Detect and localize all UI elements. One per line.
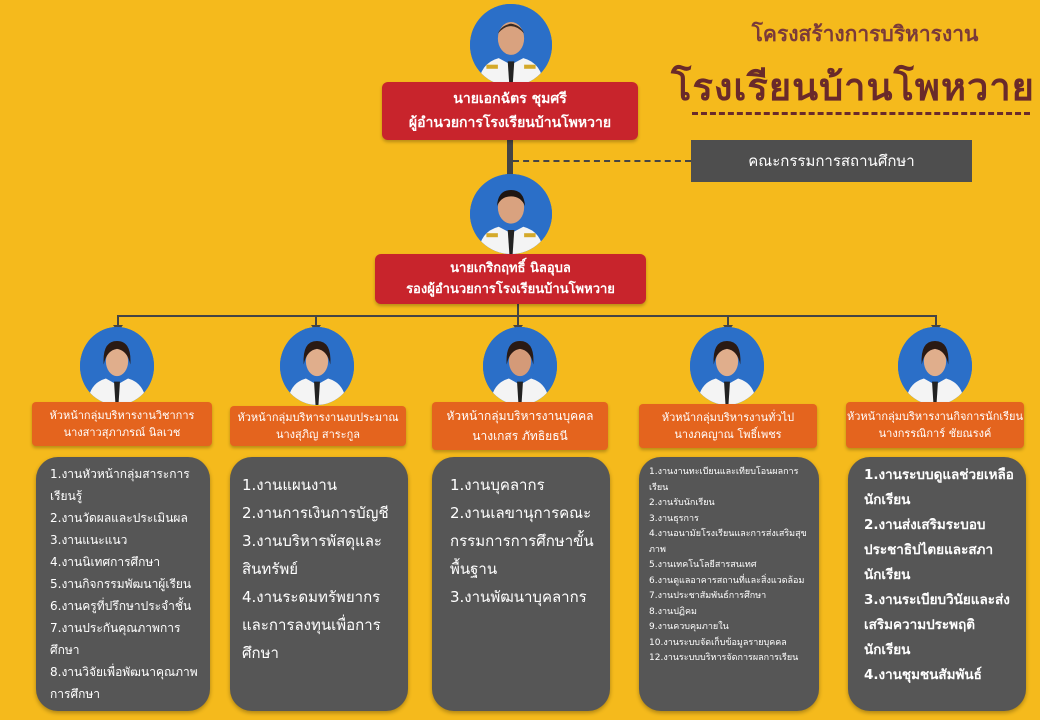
task-item: 2.งานวัดผลและประเมินผล: [50, 511, 188, 525]
task-item: 1.งานแผนงาน: [242, 476, 338, 494]
school-council-box: คณะกรรมการสถานศึกษา: [691, 140, 972, 182]
task-item: 2.งานรับนักเรียน: [649, 498, 715, 508]
group-head-name: นางสุภิญ สาระกูล: [275, 428, 360, 441]
task-item: 2.งานส่งเสริมระบอบประชาธิปไตยและสภานักเร…: [864, 517, 994, 583]
director-name: นายเอกฉัตร ชุมศรี: [453, 91, 567, 107]
task-item: 8.งานปฏิคม: [649, 606, 697, 617]
task-list: 1.งานหัวหน้ากลุ่มสาระการเรียนรู้ 2.งานวั…: [50, 463, 202, 705]
group-3-head-photo: [483, 327, 557, 405]
director-position: ผู้อำนวยการโรงเรียนบ้านโพหวาย: [408, 115, 612, 131]
group-head-title: หัวหน้ากลุ่มบริหารงานบุคคล: [446, 409, 594, 423]
group-1-head-photo: [80, 327, 154, 405]
task-item: 3.งานพัฒนาบุคลากร: [450, 588, 587, 606]
group-head-name: นางเกสร ภัทธิยธนี: [472, 429, 568, 443]
task-item: 3.งานแนะแนว: [50, 533, 128, 547]
group-1-head-box: หัวหน้ากลุ่มบริหารงานวิชาการ นางสาวสุภาภ…: [32, 402, 212, 446]
deputy-box: นายเกริกฤทธิ์ นิลอุบล รองผู้อำนวยการโรงเ…: [375, 254, 646, 304]
task-item: 7.งานประชาสัมพันธ์การศึกษา: [649, 591, 767, 601]
deputy-position: รองผู้อำนวยการโรงเรียนบ้านโพหวาย: [406, 282, 615, 297]
task-list: 1.งานงานทะเบียนและเทียบโอนผลการเรียน 2.ง…: [649, 465, 811, 667]
task-item: 5.งานกิจกรรมพัฒนาผู้เรียน: [50, 577, 192, 591]
connector-drop-4: [727, 315, 729, 327]
group-1-tasks-box: 1.งานหัวหน้ากลุ่มสาระการเรียนรู้ 2.งานวั…: [36, 457, 210, 711]
task-item: 8.งานวิจัยเพื่อพัฒนาคุณภาพการศึกษา: [50, 665, 198, 701]
connector-director-deputy: [507, 140, 513, 178]
director-box: นายเอกฉัตร ชุมศรี ผู้อำนวยการโรงเรียนบ้า…: [382, 82, 638, 140]
group-2-tasks-box: 1.งานแผนงาน 2.งานการเงินการบัญชี 3.งานบร…: [230, 457, 408, 711]
school-council-label: คณะกรรมการสถานศึกษา: [748, 152, 915, 170]
connector-council-dashed: [513, 160, 691, 162]
group-head-title: หัวหน้ากลุ่มบริหารงานวิชาการ: [49, 409, 195, 422]
task-item: 3.งานบริหารพัสดุและสินทรัพย์: [242, 532, 382, 578]
group-4-tasks-box: 1.งานงานทะเบียนและเทียบโอนผลการเรียน 2.ง…: [639, 457, 819, 711]
group-5-head-box: หัวหน้ากลุ่มบริหารงานกิจการนักเรียน นางก…: [846, 402, 1024, 448]
task-list: 1.งานแผนงาน 2.งานการเงินการบัญชี 3.งานบร…: [242, 471, 400, 667]
deputy-photo: [470, 174, 552, 254]
group-2-head-box: หัวหน้ากลุ่มบริหารงานงบประมาณ นางสุภิญ ส…: [230, 406, 406, 446]
task-item: 3.งานธุรการ: [649, 513, 699, 524]
task-list: 1.งานระบบดูแลช่วยเหลือนักเรียน 2.งานส่งเ…: [864, 463, 1020, 688]
chart-title-school: โรงเรียนบ้านโพหวาย: [671, 65, 1035, 109]
task-item: 6.งานครูที่ปรึกษาประจำชั้น: [50, 599, 192, 613]
task-list: 1.งานบุคลากร 2.งานเลขานุการคณะกรรมการการ…: [450, 471, 602, 611]
title-divider: [692, 112, 1030, 115]
task-item: 12.งานระบบบริหารจัดการผลการเรียน: [649, 653, 799, 663]
task-item: 5.งานเทคโนโลยีสารสนเทศ: [649, 560, 757, 570]
group-head-name: นางสาวสุภาภรณ์ นิลเวช: [63, 426, 181, 439]
group-4-head-box: หัวหน้ากลุ่มบริหารงานทั่วไป นางภคญาณ โพธ…: [639, 404, 817, 448]
group-head-title: หัวหน้ากลุ่มบริหารงานทั่วไป: [661, 411, 795, 424]
task-item: 10.งานระบบจัดเก็บข้อมูลรายบุคคล: [649, 637, 787, 648]
task-item: 1.งานหัวหน้ากลุ่มสาระการเรียนรู้: [50, 467, 190, 503]
group-5-head-photo: [898, 327, 972, 405]
group-4-head-photo: [690, 327, 764, 405]
task-item: 4.งานชุมชนสัมพันธ์: [864, 667, 982, 683]
task-item: 2.งานเลขานุการคณะกรรมการการศึกษาขั้นพื้น…: [450, 504, 594, 578]
group-2-head-photo: [280, 327, 354, 405]
connector-horizontal-bus: [117, 315, 937, 317]
director-photo: [470, 4, 552, 86]
task-item: 4.งานระดมทรัพยากรและการลงทุนเพื่อการศึกษ…: [242, 588, 381, 662]
group-3-head-box: หัวหน้ากลุ่มบริหารงานบุคคล นางเกสร ภัทธิ…: [432, 402, 608, 450]
task-item: 7.งานประกันคุณภาพการศึกษา: [50, 621, 181, 657]
connector-drop-2: [315, 315, 317, 327]
connector-drop-5: [935, 315, 937, 327]
connector-drop-1: [117, 315, 119, 327]
group-head-title: หัวหน้ากลุ่มบริหารงานงบประมาณ: [237, 411, 399, 424]
task-item: 9.งานควบคุมภายใน: [649, 622, 729, 632]
task-item: 4.งานนิเทศการศึกษา: [50, 555, 161, 569]
task-item: 4.งานอนามัยโรงเรียนและการส่งเสริมสุขภาพ: [649, 529, 807, 555]
group-3-tasks-box: 1.งานบุคลากร 2.งานเลขานุการคณะกรรมการการ…: [432, 457, 610, 711]
group-5-tasks-box: 1.งานระบบดูแลช่วยเหลือนักเรียน 2.งานส่งเ…: [848, 457, 1026, 711]
group-head-name: นางกรรณิการ์ ชัยณรงค์: [878, 427, 992, 440]
task-item: 1.งานระบบดูแลช่วยเหลือนักเรียน: [864, 467, 1014, 508]
group-head-title: หัวหน้ากลุ่มบริหารงานกิจการนักเรียน: [847, 410, 1023, 423]
task-item: 3.งานระเบียบวินัยและส่งเสริมความประพฤติน…: [864, 592, 1010, 658]
connector-drop-3: [517, 315, 519, 327]
group-head-name: นางภคญาณ โพธิ์เพชร: [674, 428, 782, 441]
deputy-name: นายเกริกฤทธิ์ นิลอุบล: [450, 261, 571, 276]
task-item: 1.งานงานทะเบียนและเทียบโอนผลการเรียน: [649, 467, 799, 493]
connector-deputy-groups: [517, 304, 519, 316]
task-item: 1.งานบุคลากร: [450, 476, 545, 494]
task-item: 2.งานการเงินการบัญชี: [242, 504, 389, 522]
task-item: 6.งานดูแลอาคารสถานที่และสิ่งแวดล้อม: [649, 575, 805, 586]
chart-title-line1: โครงสร้างการบริหารงาน: [751, 22, 979, 46]
